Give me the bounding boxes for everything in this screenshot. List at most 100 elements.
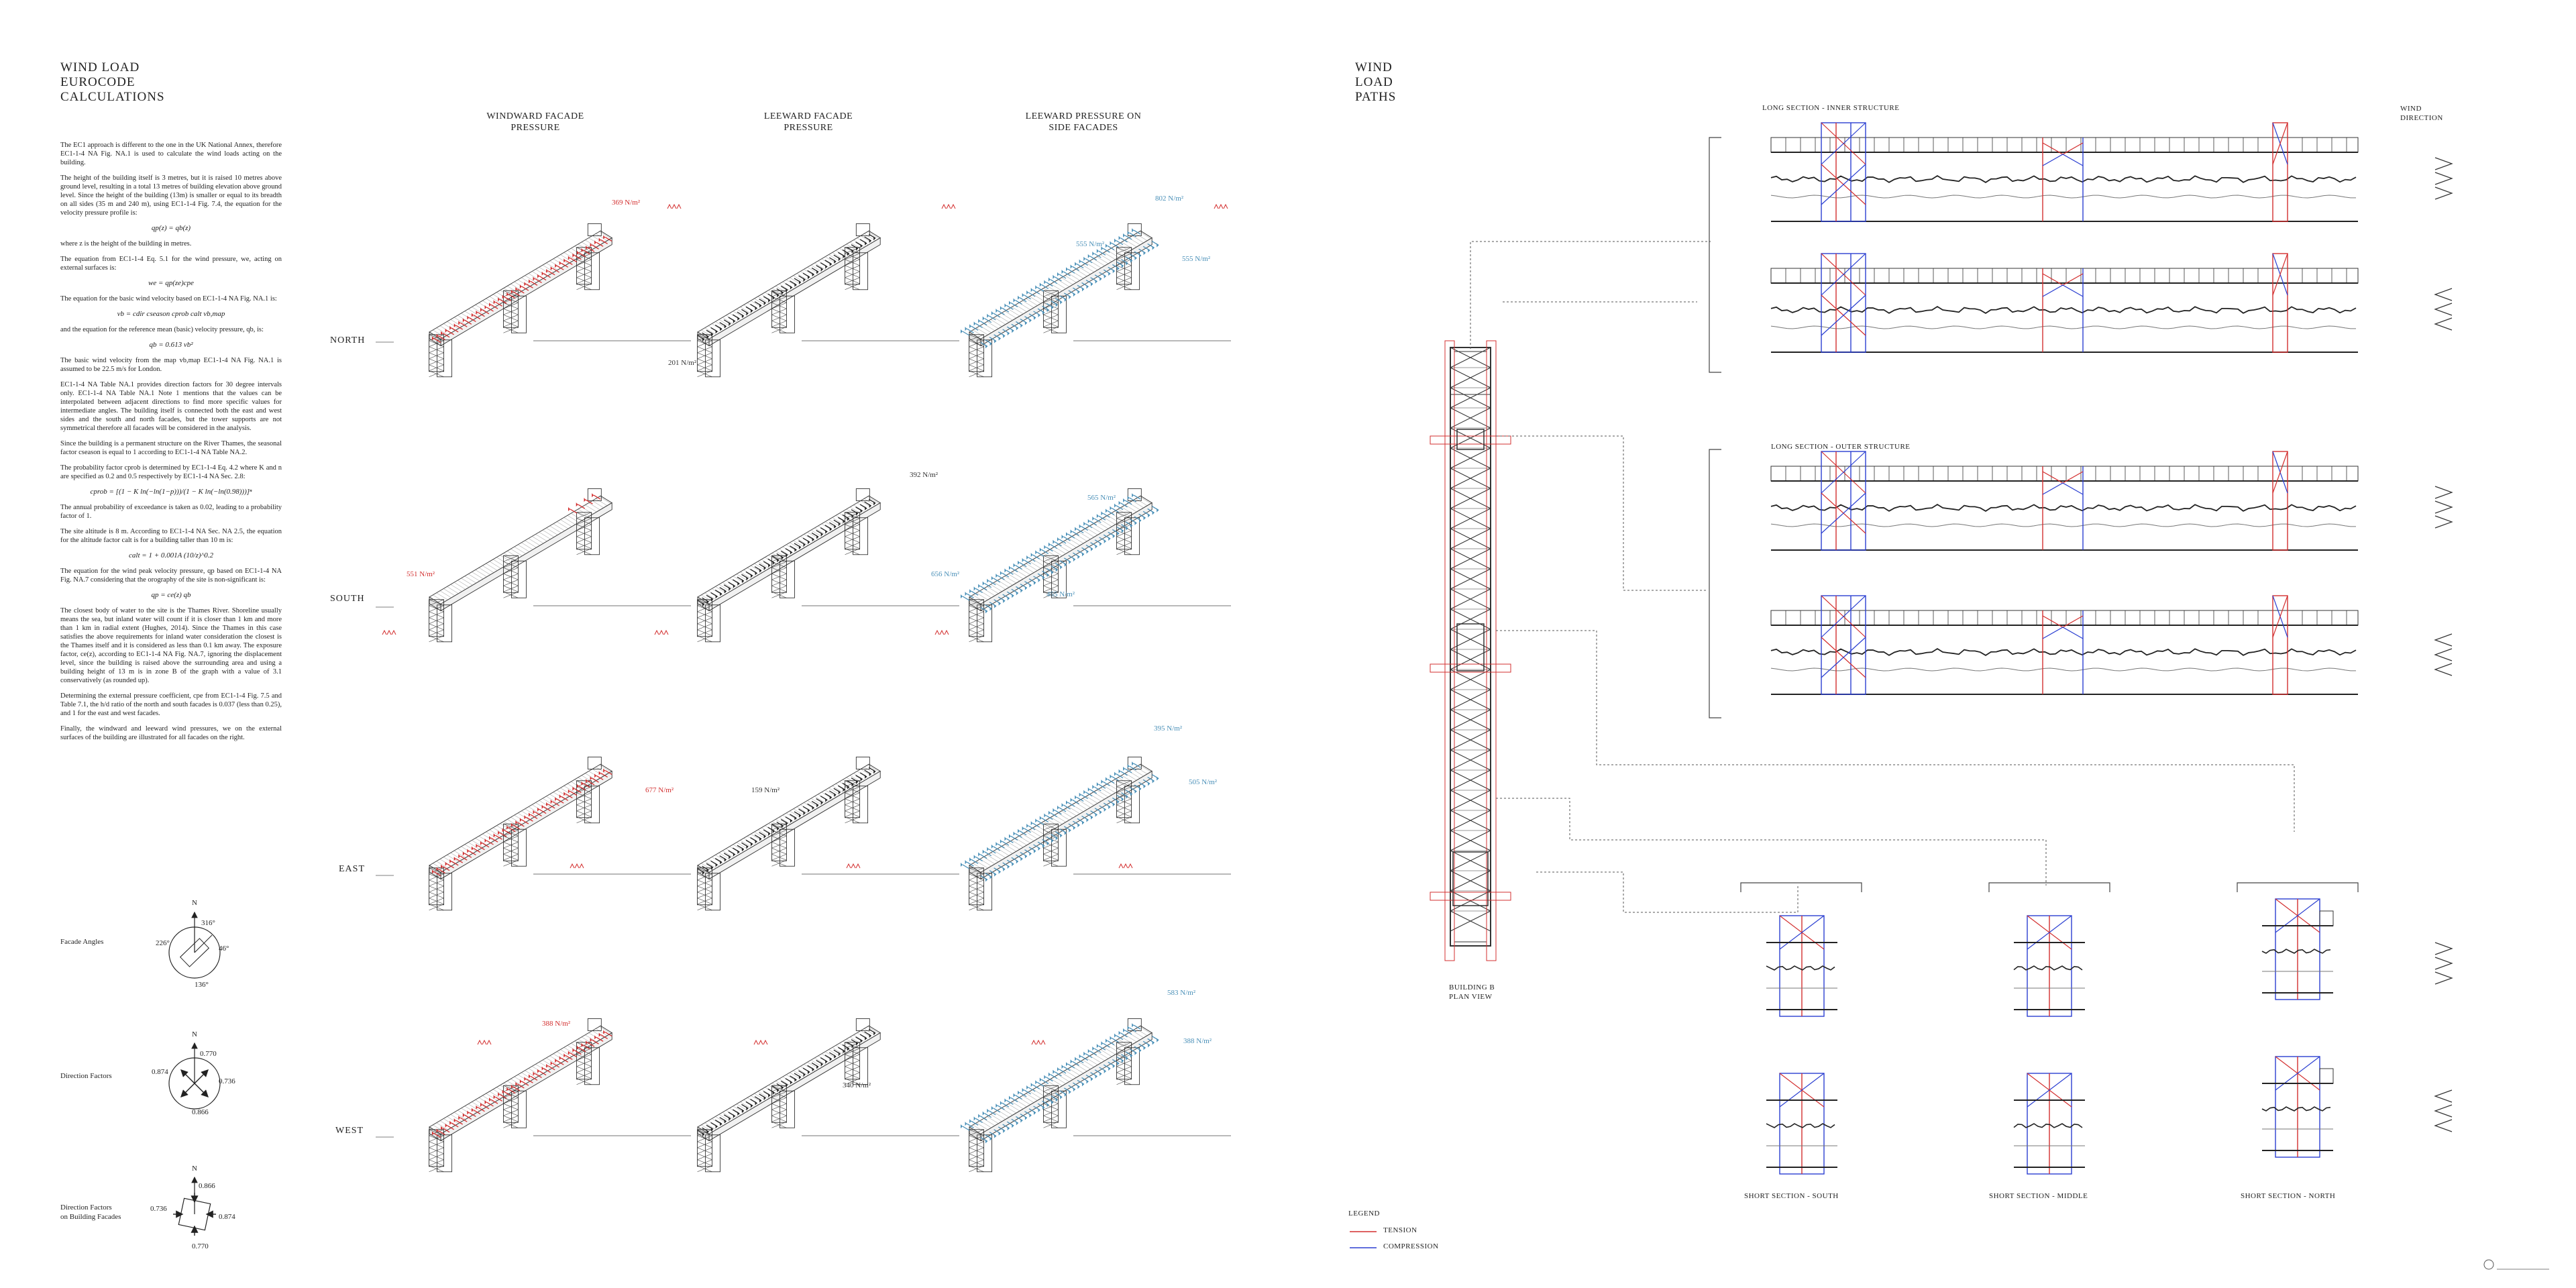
east-side-b: 505 N/m² xyxy=(1189,778,1218,786)
compass2-v2: 0.874 xyxy=(152,1068,168,1076)
logo-mark xyxy=(2483,1259,2494,1270)
legend-tension: TENSION xyxy=(1383,1226,1417,1234)
wind-marker xyxy=(944,629,949,635)
south-side-a: 565 N/m² xyxy=(1087,494,1116,502)
para: The equation for the wind peak velocity … xyxy=(60,568,282,584)
para: The closest body of water to the site is… xyxy=(60,607,282,684)
compass3-v4: 0.770 xyxy=(192,1242,209,1250)
wind-marker xyxy=(386,629,392,635)
para: Finally, the windward and leeward wind p… xyxy=(60,725,282,741)
east-leeward-pressure: 159 N/m² xyxy=(751,786,780,794)
wind-marker xyxy=(659,629,664,635)
bridge-windward xyxy=(429,223,691,378)
equation: calt = 1 + 0.001A (10/z)^0.2 xyxy=(129,551,213,559)
wind-marker xyxy=(758,1039,763,1045)
compass2-v4: 0.866 xyxy=(192,1108,209,1116)
long-outer-label: LONG SECTION - OUTER STRUCTURE xyxy=(1771,443,1911,451)
compass1-a1: 226° xyxy=(156,939,170,947)
wind-marker xyxy=(763,1039,768,1045)
bridge-windward xyxy=(429,757,691,911)
row-south: SOUTH xyxy=(330,594,365,604)
south-windward-pressure: 551 N/m² xyxy=(407,570,435,578)
bridge-end xyxy=(429,488,691,643)
wind-marker xyxy=(391,629,396,635)
equation: qp = ce(z) qb xyxy=(151,591,191,599)
short-south-label: SHORT SECTION - SOUTH xyxy=(1744,1192,1839,1200)
long-section-inner xyxy=(1770,122,2359,222)
wind-marker xyxy=(855,863,861,869)
wind-marker xyxy=(939,629,945,635)
row-east: EAST xyxy=(339,864,365,874)
direction-factors-facades-label: Direction Factors on Building Facades xyxy=(60,1203,121,1221)
para: Determining the external pressure coeffi… xyxy=(60,692,282,717)
wind-marker xyxy=(482,1039,487,1045)
direction-factors-label: Direction Factors xyxy=(60,1072,112,1080)
calc-title: WIND LOAD EUROCODE CALCULATIONS xyxy=(60,60,165,104)
wind-marker xyxy=(941,203,947,209)
long-section-outer xyxy=(1770,451,2359,551)
wind-marker xyxy=(1031,1039,1036,1045)
equation: qp(z) = qb(z) xyxy=(151,224,191,232)
wind-marker xyxy=(1218,203,1224,209)
short-section xyxy=(2013,915,2085,1017)
para: The basic wind velocity from the map vb,… xyxy=(60,357,282,373)
wind-marker xyxy=(382,629,387,635)
wind-marker xyxy=(951,203,956,209)
compass1-a4: 136° xyxy=(195,981,209,989)
short-section xyxy=(2261,1056,2334,1158)
wind-marker xyxy=(654,629,659,635)
west-side-b: 388 N/m² xyxy=(1183,1037,1212,1045)
para: The equation from EC1-1-4 Eq. 5.1 for th… xyxy=(60,256,282,272)
compass3-n: N xyxy=(192,1165,197,1173)
equation: cprob = [(1 − K ln(−ln(1−p)))/(1 − K ln(… xyxy=(90,488,252,496)
west-side-a: 583 N/m² xyxy=(1167,989,1196,997)
wind-marker xyxy=(486,1039,492,1045)
leaders xyxy=(1470,137,2359,913)
wind-marker xyxy=(851,863,856,869)
compass2-v3: 0.736 xyxy=(219,1077,235,1085)
bridge-leeward xyxy=(697,223,959,378)
para: The height of the building itself is 3 m… xyxy=(60,174,282,217)
north-side-a: 802 N/m² xyxy=(1155,195,1184,203)
bridge-leeward xyxy=(697,1018,959,1173)
short-north-label: SHORT SECTION - NORTH xyxy=(2241,1192,2336,1200)
compass1-a3: 316° xyxy=(201,919,215,927)
north-side-c: 555 N/m² xyxy=(1182,255,1211,263)
wind-marker xyxy=(574,863,580,869)
wind-marker xyxy=(1036,1039,1041,1045)
wind-marker xyxy=(1118,863,1124,869)
equation: we = qp(ze)cpe xyxy=(148,279,194,287)
wind-marker xyxy=(579,863,584,869)
east-side-a: 395 N/m² xyxy=(1154,724,1183,733)
compass3-v3: 0.874 xyxy=(219,1213,235,1221)
compass3-v1: 0.866 xyxy=(199,1182,215,1190)
para: Since the building is a permanent struct… xyxy=(60,440,282,456)
long-section-inner xyxy=(1770,253,2359,353)
wind-marker xyxy=(1040,1039,1046,1045)
west-leeward-pressure: 340 N/m² xyxy=(843,1081,871,1089)
wind-direction-chevrons xyxy=(2434,157,2453,1132)
compass1-a2: 46° xyxy=(219,945,229,953)
short-section xyxy=(1766,1073,1837,1175)
east-windward-pressure: 677 N/m² xyxy=(645,786,674,794)
para: The annual probability of exceedance is … xyxy=(60,504,282,520)
north-windward-pressure: 369 N/m² xyxy=(612,199,641,207)
bridge-windward xyxy=(429,1018,691,1173)
para: The probability factor cprob is determin… xyxy=(60,464,282,480)
para: The site altitude is 8 m. According to E… xyxy=(60,528,282,544)
short-section xyxy=(2013,1073,2085,1175)
wind-marker xyxy=(663,629,669,635)
wind-marker xyxy=(946,203,951,209)
long-inner-label: LONG SECTION - INNER STRUCTURE xyxy=(1762,104,1900,112)
short-section xyxy=(2261,898,2334,1000)
equation: vb = cdir cseason cprob calt vb,map xyxy=(117,310,225,318)
compass2-v1: 0.770 xyxy=(200,1050,217,1058)
bridge-leeward xyxy=(697,488,959,643)
